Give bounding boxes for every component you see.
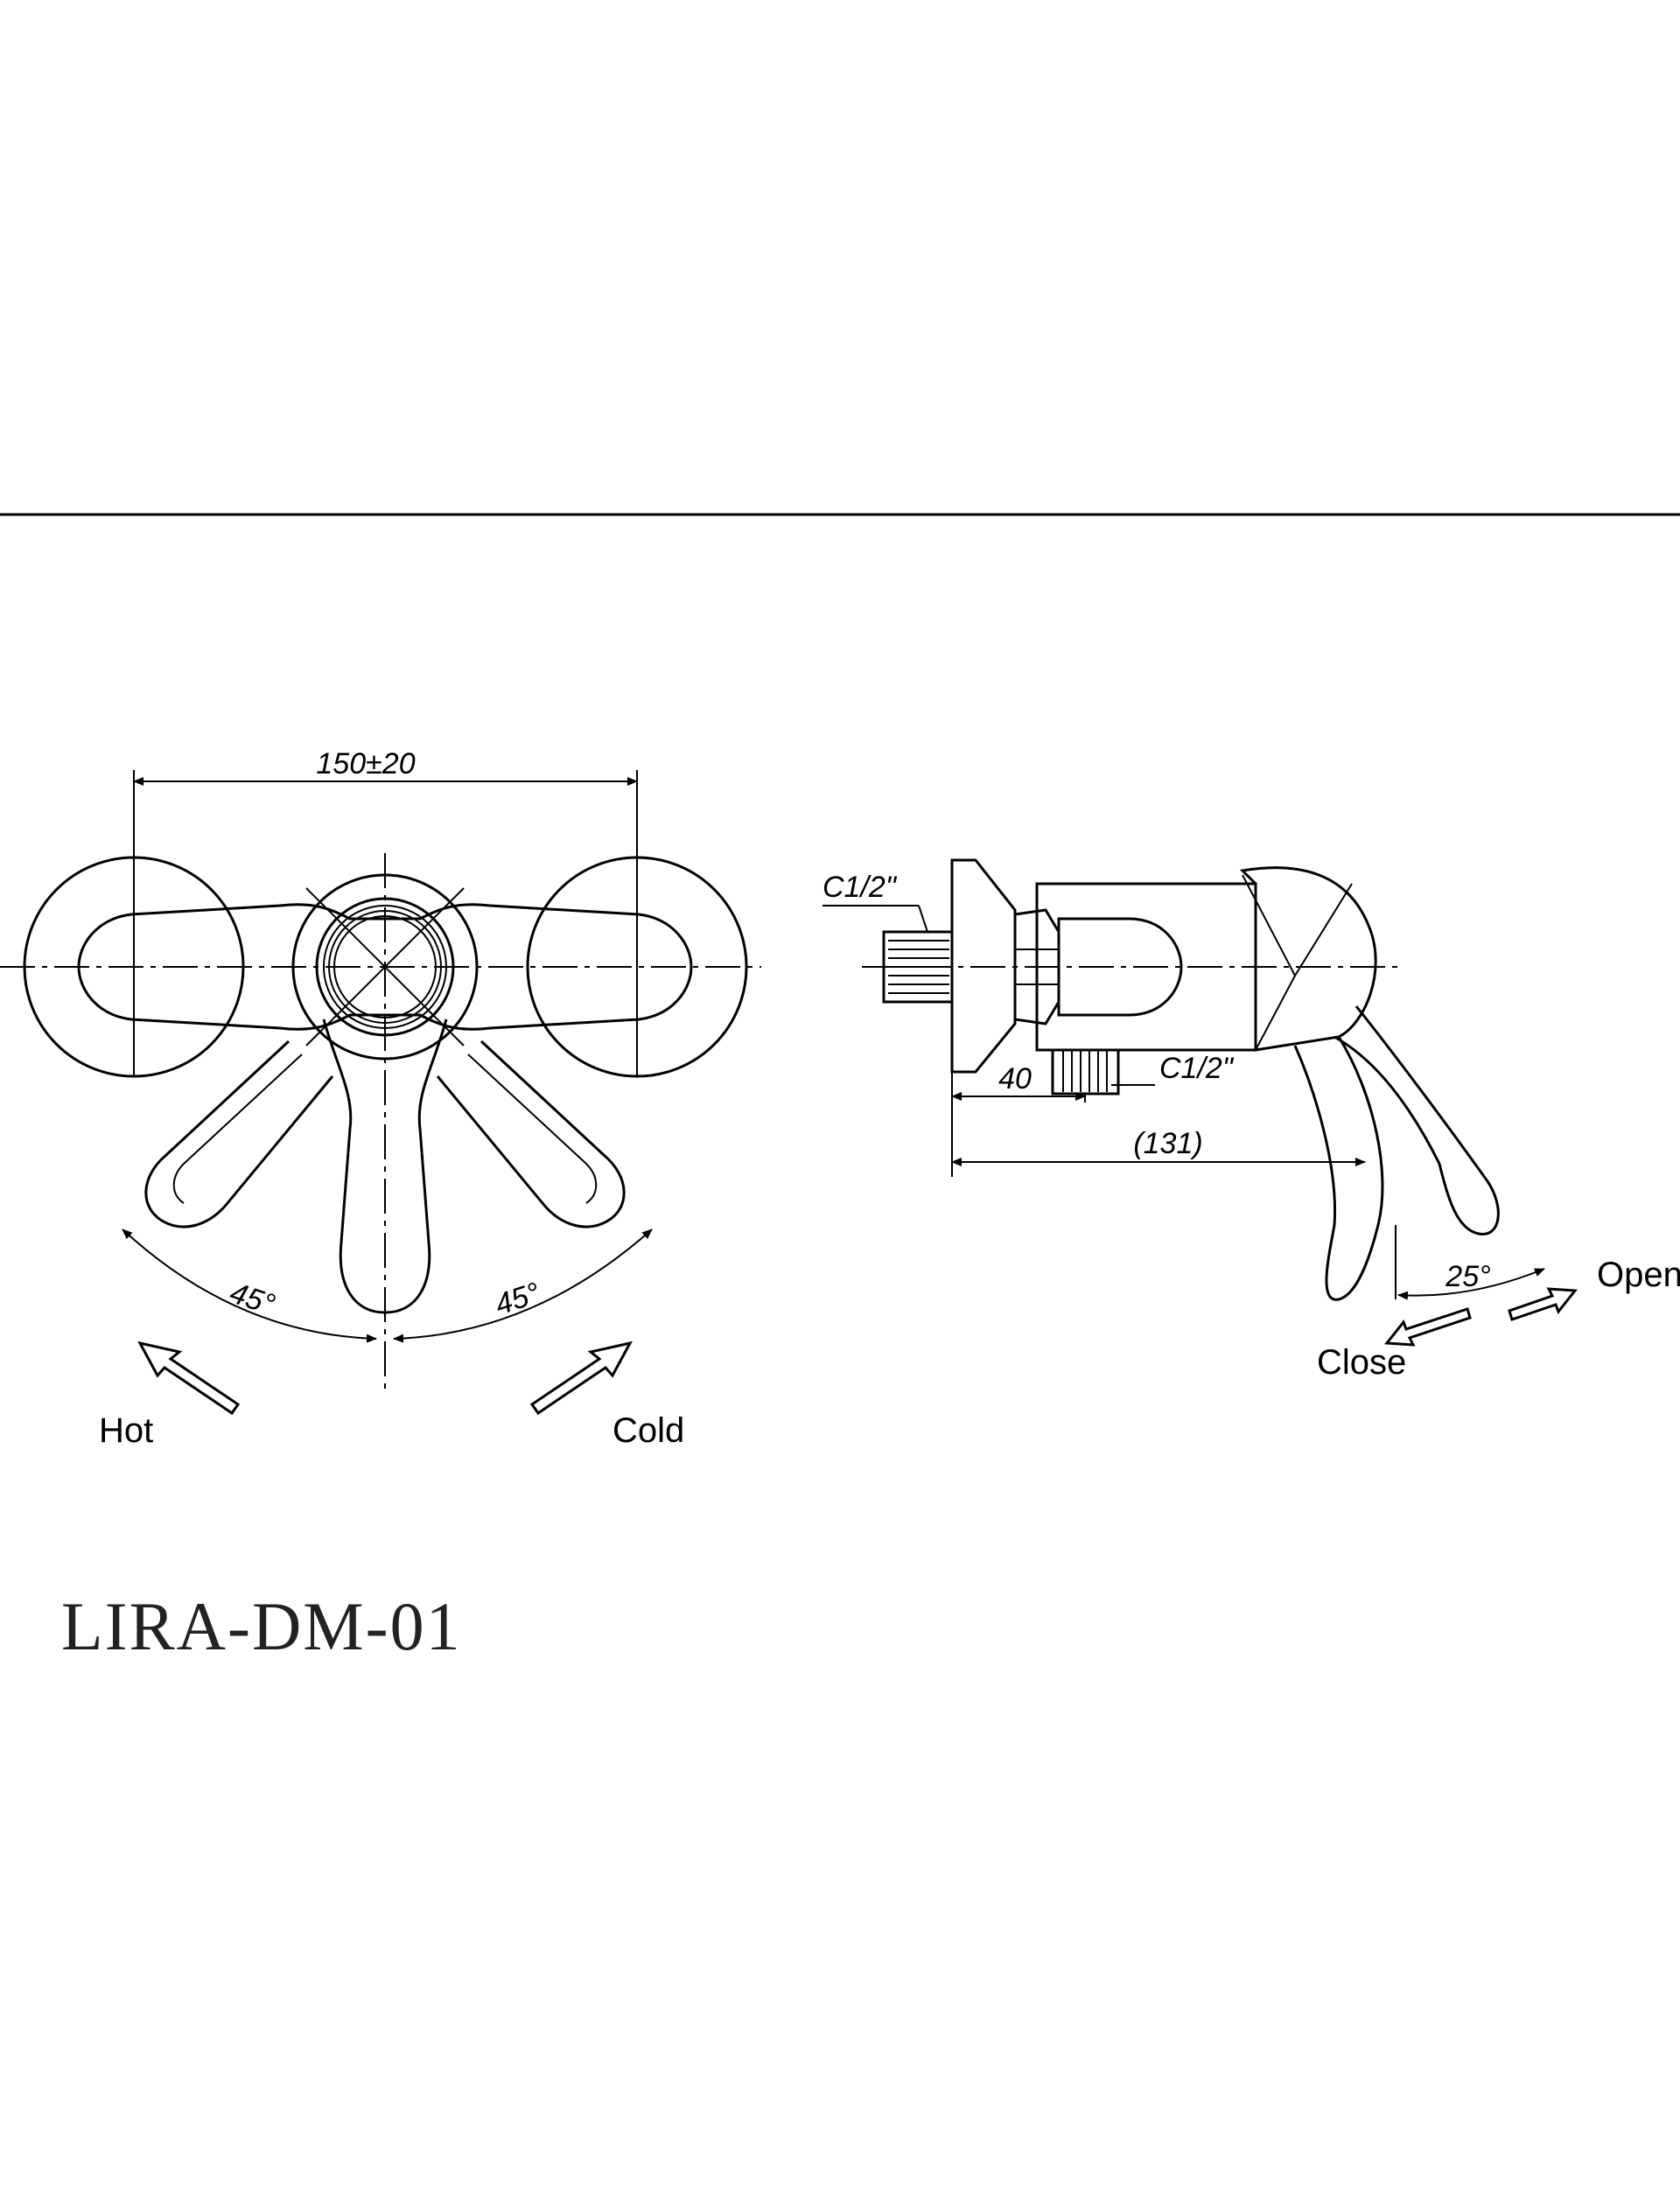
rotation-angle-arc-left: [122, 1228, 377, 1343]
inlet-thread-lines: [888, 940, 949, 994]
open-direction-arrow: [1508, 1287, 1578, 1321]
side-lever-closed: [1293, 1036, 1384, 1301]
hot-direction-arrow: [137, 1340, 241, 1416]
side-lever-open: [1334, 1005, 1500, 1236]
inlet-thread-label: C1/2": [822, 871, 898, 904]
mixer-body-arm: [77, 903, 693, 1031]
angle-right-text: 45°: [491, 1277, 544, 1322]
handle-facet-2: [1255, 975, 1296, 1051]
front-view: 150±20 45° 45° Hot Cold: [0, 747, 761, 1450]
cartridge-nut: [315, 897, 455, 1037]
lever-position-cold: [436, 1040, 626, 1228]
close-label: Close: [1317, 1343, 1406, 1382]
right-escutcheon: [526, 856, 748, 1078]
cartridge-outer-ring: [291, 873, 479, 1060]
angle-left-text: 45°: [226, 1277, 279, 1322]
lever-angle-text: 25°: [1445, 1260, 1490, 1293]
width-dimension-text: 150±20: [316, 747, 415, 780]
overall-dimension-text: (131): [1133, 1127, 1202, 1160]
close-direction-arrow: [1384, 1307, 1472, 1347]
lever-cold-inner: [467, 1054, 598, 1204]
cartridge-ring-2: [328, 910, 442, 1024]
inlet-thread-body: [882, 930, 954, 1004]
handle-facet-1: [1242, 874, 1353, 978]
outlet-thread-label: C1/2": [1159, 1052, 1235, 1085]
rotation-angle-arc-right: [393, 1228, 653, 1343]
side-view: 40 (131) C1/2" C1/2" 25° Open Close: [822, 858, 1680, 1382]
cartridge-cross-b: [305, 887, 465, 1046]
lever-position-hot: [144, 1040, 334, 1228]
open-label: Open: [1597, 1256, 1680, 1294]
depth-dimension-text: 40: [998, 1062, 1032, 1096]
lever-angle-arc: [1397, 1268, 1545, 1300]
cold-label: Cold: [612, 1411, 684, 1450]
lever-center: [322, 1018, 448, 1314]
left-escutcheon: [23, 856, 245, 1078]
cartridge-ring-1: [323, 905, 447, 1029]
outlet-thread-lines: [1062, 1050, 1108, 1092]
cold-direction-arrow: [529, 1340, 633, 1416]
inlet-thread-leader-2: [918, 905, 928, 933]
body-oval-cutout: [1057, 917, 1183, 1017]
model-code: LIRA-DM-01: [61, 1588, 462, 1664]
hot-label: Hot: [99, 1411, 153, 1450]
cartridge-ring-3: [333, 915, 437, 1018]
lever-hot-inner: [172, 1054, 303, 1204]
handle-head: [1239, 866, 1377, 1052]
